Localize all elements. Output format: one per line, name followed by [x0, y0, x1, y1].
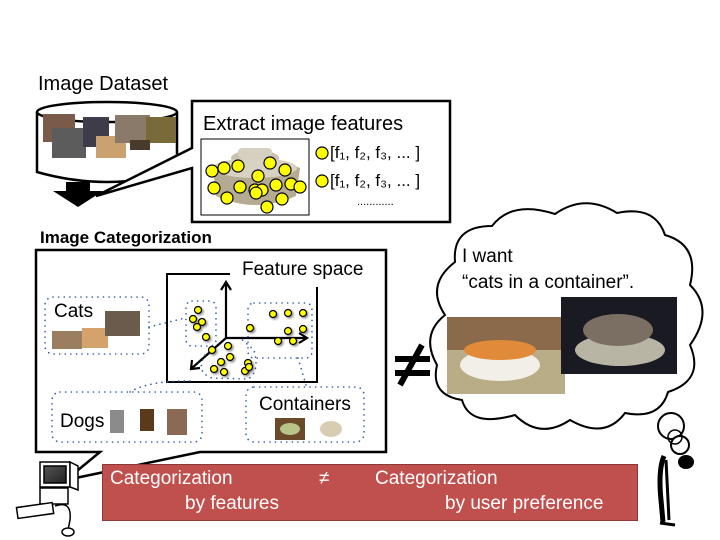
cats-label: Cats [54, 301, 94, 322]
feature-point [205, 164, 219, 178]
sad-person-icon [657, 455, 694, 527]
not-equal-icon [395, 343, 430, 387]
feature-space-points [188, 305, 308, 377]
feature-point [193, 305, 203, 315]
containers-label: Containers [259, 394, 351, 415]
cluster-cats-outline [185, 300, 217, 347]
cats-thumbnails [52, 311, 140, 349]
feature-point [233, 180, 247, 194]
categorization-callout [34, 248, 388, 482]
cats-in-container-photo-2 [561, 297, 677, 374]
feature-point [275, 192, 289, 206]
feature-point [251, 169, 265, 183]
cluster-dogs-outline [200, 337, 257, 380]
feature-point [278, 163, 292, 177]
cats-in-container-photo-1 [447, 317, 565, 394]
feature-point [231, 159, 245, 173]
banner-not-equal: ≠ [319, 468, 330, 489]
extract-title: Extract image features [203, 113, 404, 135]
feature-axes [189, 279, 310, 371]
categorization-title: Image Categorization [40, 228, 212, 247]
feature-point [283, 326, 293, 336]
banner-right-line-2: by user preference [445, 493, 604, 514]
feature-point [283, 308, 293, 318]
feature-point [298, 324, 308, 334]
thought-line-1: I want [462, 246, 513, 267]
dataset-title: Image Dataset [38, 73, 169, 95]
feature-point [188, 314, 198, 324]
containers-thumbnails [275, 418, 342, 440]
feature-point [269, 178, 283, 192]
thought-line-2: “cats in a container”. [462, 272, 635, 293]
feature-point [288, 336, 298, 346]
feature-vector-ellipsis: ............ [357, 196, 394, 208]
feature-point [268, 309, 278, 319]
feature-point [249, 186, 263, 200]
banner-right-line-1: Categorization [375, 468, 498, 489]
computer-icon [15, 460, 79, 537]
feature-point [219, 367, 229, 377]
feature-point [220, 191, 234, 205]
feature-vector-1: [f₁, f₂, f₃, ... ] [330, 143, 421, 162]
banner-left-line-2: by features [185, 493, 279, 514]
feature-point [209, 364, 219, 374]
thought-bubble-3 [667, 429, 683, 445]
cats-group-outline [44, 296, 150, 355]
feature-point [207, 345, 217, 355]
feature-point [293, 180, 307, 194]
dogs-group-outline [51, 391, 203, 443]
feature-point [298, 308, 308, 318]
dogs-thumbnails [110, 409, 187, 435]
pot-feature-points [205, 156, 307, 214]
banner-left-line-1: Categorization [110, 468, 233, 489]
containers-group-outline [245, 386, 365, 443]
feature-point [225, 352, 235, 362]
thought-bubble-1 [657, 412, 685, 440]
feature-point-legend-2 [315, 174, 329, 188]
dotted-groups [44, 296, 365, 443]
feature-point [244, 362, 254, 372]
down-arrow-icon [53, 182, 103, 207]
feature-point [245, 323, 255, 333]
feature-point [197, 317, 207, 327]
dataset-thumbnails [43, 114, 176, 158]
thought-bubble-2 [670, 435, 690, 455]
dogs-label: Dogs [60, 411, 105, 432]
conclusion-banner: Categorization by features ≠ Categorizat… [102, 464, 638, 521]
feature-point [223, 341, 233, 351]
feature-point [217, 161, 231, 175]
feature-point [201, 332, 211, 342]
feature-point [273, 336, 283, 346]
feature-point [260, 200, 274, 214]
feature-point [207, 181, 221, 195]
feature-point [216, 357, 226, 367]
feature-point [263, 156, 277, 170]
feature-point [192, 322, 202, 332]
feature-vector-2: [f₁, f₂, f₃, ... ] [330, 171, 421, 190]
feature-space-label: Feature space [242, 259, 364, 280]
feature-point-legend-1 [315, 146, 329, 160]
